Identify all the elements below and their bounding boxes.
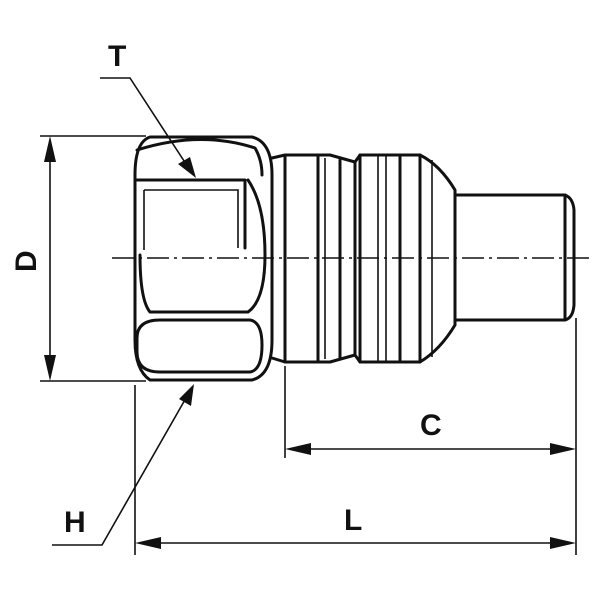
dimension-l: [135, 537, 576, 549]
label-h: H: [64, 506, 86, 539]
hex-body: [133, 135, 274, 382]
label-t: T: [108, 40, 126, 73]
extension-lines: [40, 135, 577, 555]
dimension-d: [44, 136, 56, 381]
leader-h: [52, 384, 194, 546]
stem: [453, 193, 576, 322]
coupling-neck: [270, 153, 457, 364]
label-d: D: [10, 250, 43, 272]
label-c: C: [420, 409, 442, 442]
leader-t: [100, 77, 196, 178]
dimension-c: [285, 443, 576, 455]
label-l: L: [344, 504, 362, 537]
